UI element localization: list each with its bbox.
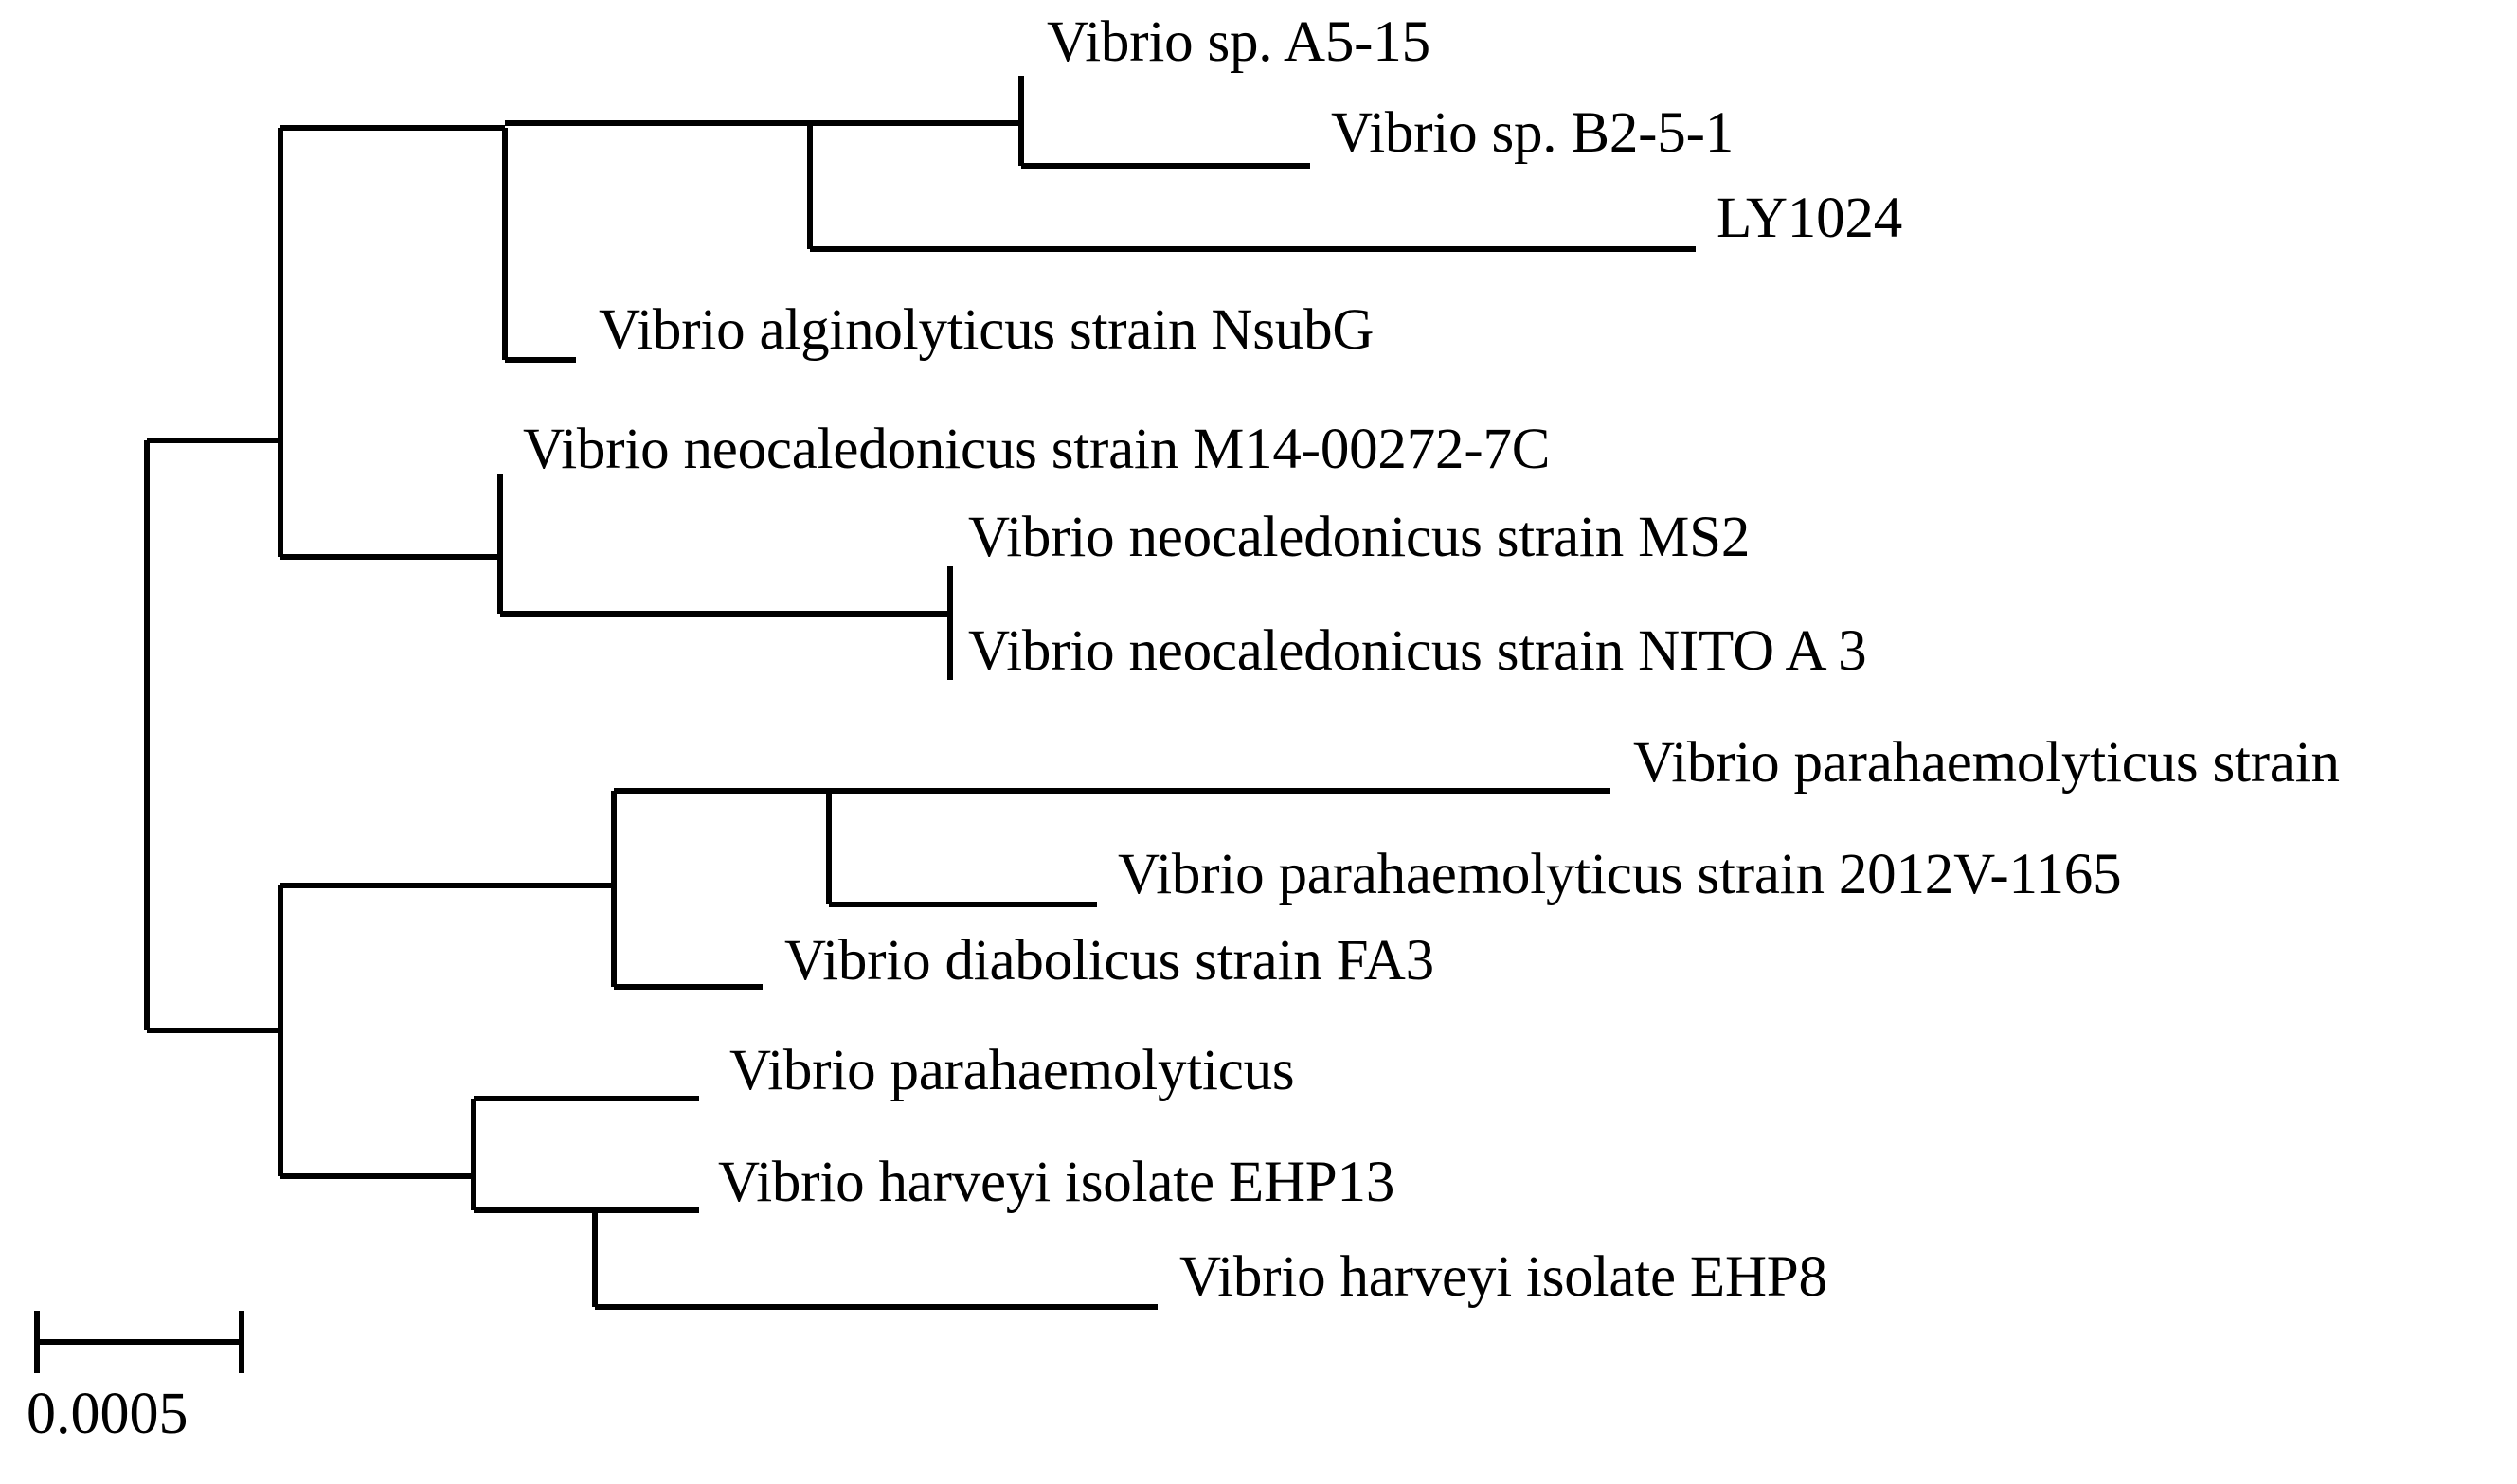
taxon-label-ms2: Vibrio neocaledonicus strain MS2 <box>968 506 1751 569</box>
scale-bar-label: 0.0005 <box>27 1382 189 1446</box>
taxon-label-ehp8: Vibrio harveyi isolate EHP8 <box>1179 1245 1827 1309</box>
taxon-label-fa3: Vibrio diabolicus strain FA3 <box>784 929 1434 992</box>
taxon-label-nsubg: Vibrio alginolyticus strain NsubG <box>599 298 1375 362</box>
taxon-label-m14-00272-7c: Vibrio neocaledonicus strain M14-00272-7… <box>523 418 1551 481</box>
taxon-label-ly1024: LY1024 <box>1717 187 1903 250</box>
taxon-label-nito-a-3: Vibrio neocaledonicus strain NITO A 3 <box>968 619 1867 683</box>
taxon-label-a5-15: Vibrio sp. A5-15 <box>1047 10 1430 74</box>
taxon-label-b2-5-1: Vibrio sp. B2-5-1 <box>1331 101 1734 165</box>
taxon-label-vp-strain: Vibrio parahaemolyticus strain <box>1633 731 2340 795</box>
taxon-label-vp-2012v-1165: Vibrio parahaemolyticus strain 2012V-116… <box>1118 843 2122 906</box>
taxon-label-vp-plain: Vibrio parahaemolyticus <box>729 1039 1295 1102</box>
taxon-label-ehp13: Vibrio harveyi isolate EHP13 <box>718 1151 1395 1214</box>
